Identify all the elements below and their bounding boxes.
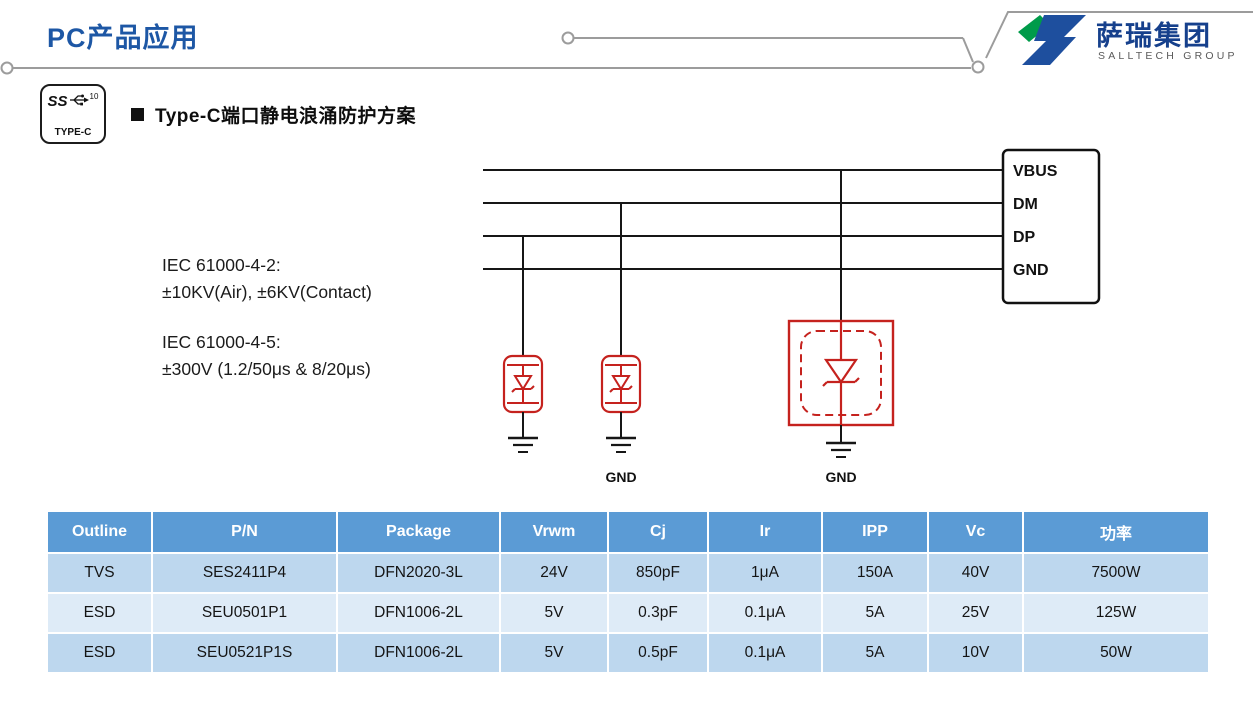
col-header-ipp: IPP: [821, 512, 928, 553]
gnd-label: GND: [605, 469, 636, 485]
col-header-pn: P/N: [151, 512, 337, 553]
table-cell: 5A: [821, 592, 928, 633]
table-cell: ESD: [48, 632, 152, 672]
col-header-vrwm: Vrwm: [499, 512, 608, 553]
decor-line-logo-frame: [985, 11, 1253, 59]
table-cell: DFN1006-2L: [336, 592, 500, 633]
table-cell: 850pF: [607, 552, 708, 593]
usb-trident-icon: [69, 94, 89, 106]
usb-gen-superscript: 10: [89, 92, 99, 101]
decor-lines: [0, 11, 1253, 75]
col-header-power: 功率: [1022, 512, 1208, 553]
table-row: ESD SEU0521P1S DFN1006-2L 5V 0.5pF 0.1μA…: [48, 632, 1208, 672]
table-cell: SES2411P4: [151, 552, 337, 593]
ground-symbol: [826, 441, 856, 458]
company-logo-subtitle: SALLTECH GROUP: [1098, 50, 1238, 62]
col-header-package: Package: [336, 512, 500, 553]
ground-symbol: [508, 436, 538, 453]
iec-note-line: ±10KV(Air), ±6KV(Contact): [162, 282, 372, 302]
table-cell: DFN1006-2L: [336, 632, 500, 672]
typec-badge-label: TYPE-C: [54, 127, 92, 138]
table-row: ESD SEU0501P1 DFN1006-2L 5V 0.3pF 0.1μA …: [48, 592, 1208, 633]
iec-notes: IEC 61000-4-2: ±10KV(Air), ±6KV(Contact)…: [162, 252, 372, 383]
table-cell: 5V: [499, 632, 608, 672]
company-logo-icon: [1018, 15, 1086, 65]
table-cell: 24V: [499, 552, 608, 593]
table-cell: 1μA: [707, 552, 822, 593]
usb-ss-label: SS: [47, 93, 68, 110]
table-cell: TVS: [48, 552, 152, 593]
table-cell: 7500W: [1022, 552, 1208, 593]
esd-component-dm: GND: [600, 203, 642, 485]
table-cell: 40V: [927, 552, 1023, 593]
iec-note-line: ±300V (1.2/50μs & 8/20μs): [162, 359, 371, 379]
signal-label-gnd: GND: [1013, 262, 1049, 279]
decor-line-diagonal: [962, 37, 974, 63]
signal-label-dm: DM: [1013, 196, 1038, 213]
table-cell: 0.3pF: [607, 592, 708, 633]
circuit-diagram: VBUS DM DP GND: [483, 148, 1101, 485]
table-cell: 125W: [1022, 592, 1208, 633]
col-header-ir: Ir: [707, 512, 822, 553]
gnd-label: GND: [825, 469, 856, 485]
company-logo-name: 萨瑞集团: [1096, 21, 1212, 51]
section-heading-text: Type-C端口静电浪涌防护方案: [155, 106, 416, 127]
decor-circle: [971, 60, 985, 74]
tvs-component-vbus: GND: [787, 170, 895, 485]
table-cell: DFN2020-3L: [336, 552, 500, 593]
table-cell: 5A: [821, 632, 928, 672]
decor-circle: [561, 31, 575, 45]
table-cell: 0.1μA: [707, 632, 822, 672]
table-cell: 150A: [821, 552, 928, 593]
spec-table: Outline P/N Package Vrwm Cj Ir IPP Vc 功率…: [48, 512, 1208, 672]
bullet-square-icon: [131, 108, 144, 121]
table-header-row: Outline P/N Package Vrwm Cj Ir IPP Vc 功率: [48, 512, 1208, 553]
esd-component-dp: [502, 236, 544, 453]
table-cell: 0.5pF: [607, 632, 708, 672]
signal-label-vbus: VBUS: [1013, 163, 1058, 180]
table-cell: ESD: [48, 592, 152, 633]
table-cell: SEU0521P1S: [151, 632, 337, 672]
connector-box: VBUS DM DP GND: [1001, 148, 1101, 305]
page-title: PC产品应用: [47, 23, 199, 53]
table-cell: 5V: [499, 592, 608, 633]
decor-circle: [0, 61, 14, 75]
iec-note-line: IEC 61000-4-2:: [162, 255, 281, 275]
table-row: TVS SES2411P4 DFN2020-3L 24V 850pF 1μA 1…: [48, 552, 1208, 593]
ground-symbol: [606, 436, 636, 453]
section-heading: Type-C端口静电浪涌防护方案: [131, 101, 416, 128]
table-cell: 0.1μA: [707, 592, 822, 633]
table-cell: 50W: [1022, 632, 1208, 672]
iec-note-line: IEC 61000-4-5:: [162, 332, 281, 352]
col-header-vc: Vc: [927, 512, 1023, 553]
typec-badge: SS 10 TYPE-C: [40, 84, 106, 144]
col-header-outline: Outline: [48, 512, 152, 553]
signal-label-dp: DP: [1013, 229, 1036, 246]
col-header-cj: Cj: [607, 512, 708, 553]
table-cell: SEU0501P1: [151, 592, 337, 633]
table-cell: 25V: [927, 592, 1023, 633]
table-cell: 10V: [927, 632, 1023, 672]
